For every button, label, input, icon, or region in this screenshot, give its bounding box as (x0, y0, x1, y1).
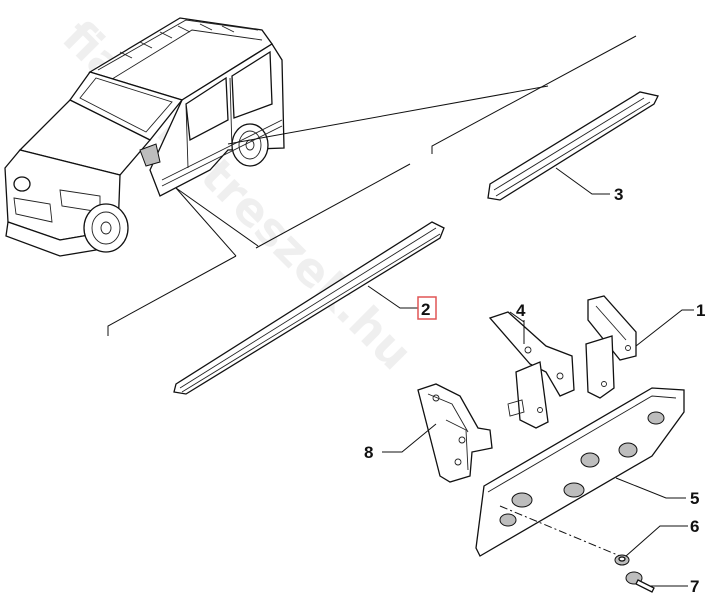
panel-hole (563, 482, 585, 498)
rear-wheel (231, 123, 269, 167)
panel-hole (580, 452, 600, 468)
panel-hole (511, 492, 533, 508)
section-line-lower (107, 255, 237, 336)
leader-3 (555, 167, 610, 195)
callout-6[interactable]: 6 (690, 517, 699, 536)
part-1-bracket[interactable] (585, 295, 637, 399)
callout-2[interactable]: 2 (421, 300, 430, 319)
leader-1 (635, 309, 694, 347)
front-wheel (83, 203, 129, 253)
callout-4[interactable]: 4 (516, 301, 526, 320)
leader-van-to-2 (175, 187, 259, 247)
leader-6 (625, 525, 688, 557)
callout-5[interactable]: 5 (690, 489, 699, 508)
part-2-lower-moulding[interactable] (173, 221, 445, 395)
callout-1[interactable]: 1 (696, 301, 705, 320)
panel-hole (499, 513, 517, 527)
leader-5 (615, 477, 686, 499)
callout-2-highlight-box (417, 296, 437, 320)
part-6-washer[interactable] (614, 554, 630, 566)
assembly-axis (499, 505, 621, 557)
panel-hole (618, 442, 638, 458)
panel-hole (647, 411, 665, 425)
leader-8 (382, 423, 437, 453)
callout-7[interactable]: 7 (690, 577, 699, 596)
leader-2 (367, 285, 418, 309)
part-4-bracket[interactable] (488, 311, 575, 429)
leader-4 (509, 311, 525, 344)
section-line-upper-diag (255, 163, 411, 249)
section-line-upper (431, 35, 637, 154)
part-7-screw[interactable] (625, 571, 655, 593)
section-line-lower-diag (175, 187, 237, 257)
leader-van-to-3 (227, 85, 549, 145)
part-8-bracket[interactable] (417, 383, 493, 483)
part-5-side-panel[interactable] (475, 387, 685, 557)
callout-3[interactable]: 3 (614, 185, 623, 204)
callout-8[interactable]: 8 (364, 443, 373, 462)
van-illustration (4, 17, 285, 257)
part-3-upper-moulding[interactable] (487, 91, 659, 201)
